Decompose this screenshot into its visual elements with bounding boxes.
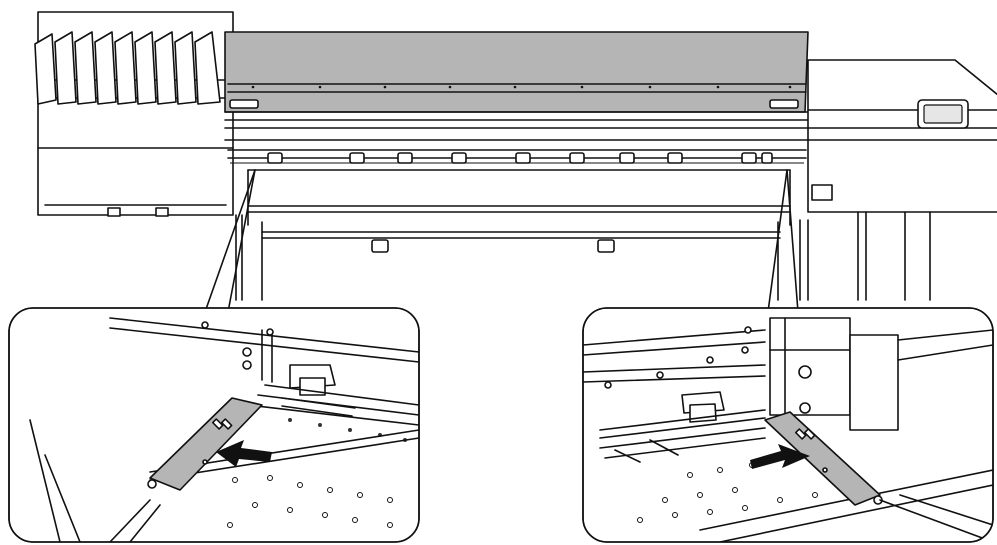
push-arrow-icon	[216, 440, 272, 467]
push-arrow-icon	[750, 444, 810, 469]
left-clamp-plate	[149, 397, 263, 491]
right-clamp-plate	[764, 411, 881, 506]
right-control-unit	[807, 59, 997, 301]
front-cover	[224, 31, 809, 113]
right-media-clamp-detail	[582, 307, 994, 543]
ink-cartridge-unit	[34, 11, 234, 217]
left-media-clamp-detail	[8, 307, 420, 543]
ink-cartridges	[34, 31, 221, 105]
pinch-rollers	[267, 152, 773, 164]
printer-illustration	[34, 11, 997, 313]
